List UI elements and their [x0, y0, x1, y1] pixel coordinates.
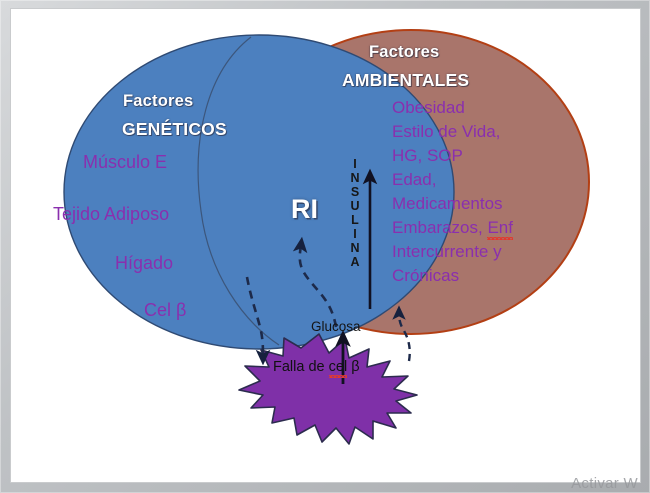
- glucosa-label: Glucosa: [311, 319, 361, 334]
- insulina-vertical-label: I N S U L I N A: [347, 157, 363, 269]
- environmental-item-cronicas: Crónicas: [392, 266, 460, 285]
- insulina-letter-7: N: [350, 241, 360, 255]
- environmental-item-hg-sop: HG, SOP: [392, 146, 463, 165]
- environmental-title-line2: AMBIENTALES: [342, 70, 470, 90]
- genetic-item-musculo: Músculo E: [83, 152, 168, 172]
- environmental-item-intercurrente: Intercurrente y: [392, 242, 502, 261]
- insulin-resistance-label: RI: [291, 194, 318, 224]
- beta-cell-failure-label-pre: Falla de: [273, 359, 329, 375]
- insulina-letter-4: U: [350, 199, 360, 213]
- insulina-letter-5: L: [351, 213, 359, 227]
- insulina-letter-1: I: [353, 157, 357, 171]
- environmental-item-embarazos: Embarazos,: [392, 218, 483, 237]
- environmental-item-enf-misspelled: Enf: [487, 218, 513, 240]
- insulina-letter-2: N: [350, 171, 360, 185]
- environmental-item-medicamentos: Medicamentos: [392, 194, 503, 213]
- beta-cell-failure-label-post: β: [347, 359, 360, 375]
- overlap-arc: [197, 36, 280, 346]
- genetic-item-higado: Hígado: [115, 253, 174, 273]
- beta-cell-failure-label-cel-misspelled: cel: [328, 359, 348, 379]
- genetic-ellipse: [63, 34, 455, 350]
- diagram-canvas: Factores GENÉTICOS Músculo E Tejido Adip…: [11, 9, 640, 482]
- environmental-item-obesidad: Obesidad: [392, 98, 465, 117]
- genetic-title-line1: Factores: [123, 92, 194, 110]
- diagram-stage: Factores GENÉTICOS Músculo E Tejido Adip…: [11, 9, 640, 482]
- environmental-item-embarazos-enf: Embarazos, Enf: [392, 218, 513, 240]
- environmental-item-estilo-de-vida: Estilo de Vida,: [392, 122, 501, 141]
- beta-cell-failure-label: Falla de cel β: [273, 359, 360, 379]
- beta-cell-failure-star: [238, 333, 418, 445]
- genetic-item-tejido-adiposo: Tejido Adiposo: [53, 204, 170, 224]
- environmental-title-line1: Factores: [369, 43, 440, 61]
- genetic-item-cel-beta: Cel β: [144, 300, 187, 320]
- genetic-title-line2: GENÉTICOS: [122, 119, 227, 139]
- environmental-item-edad: Edad,: [392, 170, 437, 189]
- dashed-feedback-arrow-left: [245, 276, 271, 366]
- insulina-letter-8: A: [350, 255, 360, 269]
- insulina-letter-6: I: [353, 227, 357, 241]
- dashed-feedback-arrow-center: [292, 236, 338, 328]
- insulina-letter-3: S: [350, 185, 360, 199]
- shapes-layer: [63, 29, 590, 445]
